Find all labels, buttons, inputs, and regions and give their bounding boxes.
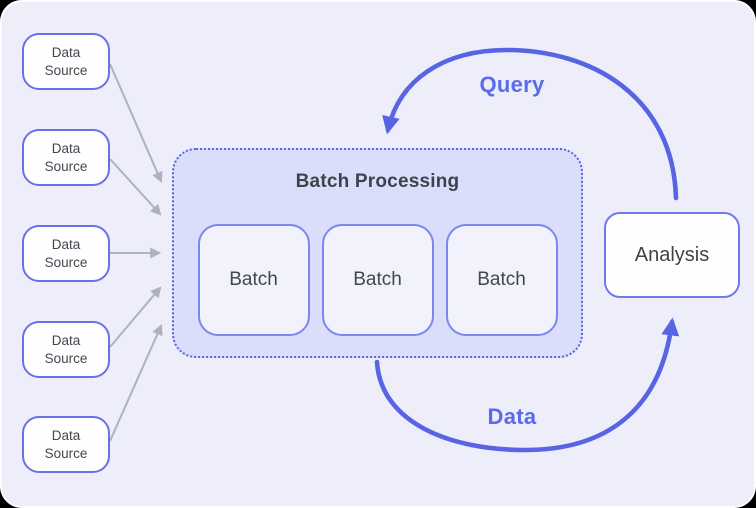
batch-processing-title: Batch Processing: [295, 171, 460, 192]
analysis-node: Analysis: [604, 212, 740, 298]
data-source-node-4: Data Source: [22, 321, 110, 378]
data-source-label: Data Source: [44, 427, 88, 461]
data-source-arrow-4: [109, 286, 162, 348]
data-source-node-2: Data Source: [22, 129, 110, 186]
data-label: Data: [487, 404, 537, 429]
batch-processing-container: Batch Processing Batch Batch Batch: [172, 148, 583, 358]
data-source-arrow-5: [109, 323, 163, 442]
data-source-arrow-1: [109, 63, 163, 184]
data-source-node-5: Data Source: [22, 416, 110, 473]
query-label: Query: [479, 72, 545, 97]
data-source-label: Data Source: [44, 140, 88, 174]
data-source-label: Data Source: [44, 332, 88, 366]
data-source-label: Data Source: [44, 44, 88, 78]
batch-row: Batch Batch Batch: [174, 224, 581, 336]
data-source-arrow-2: [109, 158, 162, 216]
data-source-node-1: Data Source: [22, 33, 110, 90]
data-source-label: Data Source: [44, 236, 88, 270]
data-source-node-3: Data Source: [22, 225, 110, 282]
batch-node-1: Batch: [197, 224, 310, 336]
batch-node-3: Batch: [445, 224, 558, 336]
batch-node-2: Batch: [321, 224, 434, 336]
